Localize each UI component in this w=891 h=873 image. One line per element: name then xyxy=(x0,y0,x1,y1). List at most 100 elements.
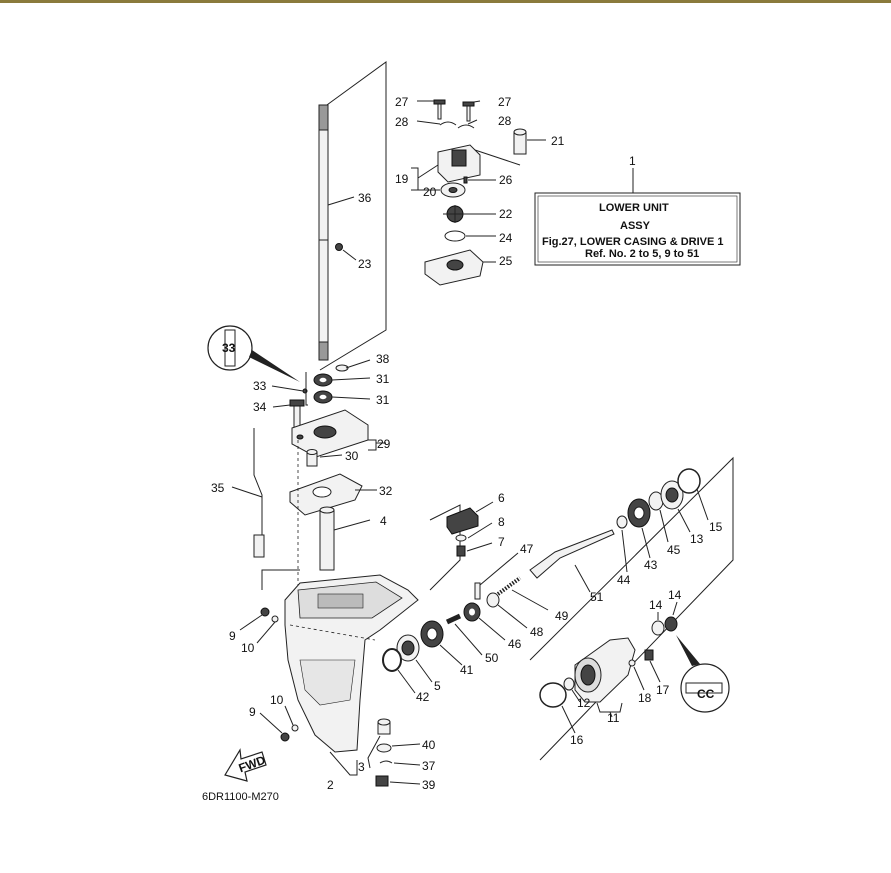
callout-45: 45 xyxy=(667,543,681,557)
callout-10a: 10 xyxy=(241,641,255,655)
callout-49: 49 xyxy=(555,609,569,623)
callout-1: 1 xyxy=(629,154,636,168)
callout-35: 35 xyxy=(211,481,225,495)
top-border-bar xyxy=(0,0,891,3)
water-pump-group xyxy=(411,99,546,286)
grease-mark-lower-label: CC xyxy=(697,687,715,701)
callout-3: 3 xyxy=(358,760,365,774)
callout-22: 22 xyxy=(499,207,513,221)
callout-48: 48 xyxy=(530,625,544,639)
bolt-27a xyxy=(437,102,442,120)
lower-casing-2 xyxy=(284,574,419,776)
clip-37 xyxy=(379,760,393,764)
callout-33: 33 xyxy=(253,379,267,393)
callout-51: 51 xyxy=(590,590,604,604)
callout-25: 25 xyxy=(499,254,513,268)
callout-31a: 31 xyxy=(376,372,390,386)
washer-8 xyxy=(455,534,467,542)
strap-28b xyxy=(457,124,475,129)
callout-40: 40 xyxy=(422,738,436,752)
callout-8: 8 xyxy=(498,515,505,529)
callout-27b: 27 xyxy=(498,95,512,109)
drive-shaft-36 xyxy=(318,104,357,361)
callout-31b: 31 xyxy=(376,393,390,407)
washer-40 xyxy=(376,743,392,753)
figure-code: 6DR1100-M270 xyxy=(202,791,279,803)
spring-48 xyxy=(486,592,500,608)
callout-36: 36 xyxy=(358,191,372,205)
anode-6 xyxy=(446,507,479,535)
lower-unit-title-box: 1 LOWER UNIT ASSY Fig.27, LOWER CASING &… xyxy=(534,154,741,266)
seal-14b xyxy=(664,616,678,632)
callout-29: 29 xyxy=(377,437,391,451)
callout-27a: 27 xyxy=(395,95,409,109)
bolt-7 xyxy=(456,545,466,557)
washer-38 xyxy=(335,364,349,372)
bottom-parts xyxy=(367,718,421,787)
callout-9b: 9 xyxy=(249,705,256,719)
propeller-shaft-group xyxy=(529,468,709,593)
shift-rod-35 xyxy=(231,428,265,558)
title-box-line1: LOWER UNIT xyxy=(599,202,669,214)
callout-5: 5 xyxy=(434,679,441,693)
callout-30: 30 xyxy=(345,449,359,463)
oil-seal-housing-group xyxy=(272,399,386,595)
fwd-arrow-icon: FWD xyxy=(224,748,268,782)
bearing-housing-group xyxy=(539,601,678,734)
callout-32: 32 xyxy=(379,484,393,498)
screw-9b xyxy=(280,732,290,742)
water-tube-4 xyxy=(319,506,371,571)
callout-42: 42 xyxy=(416,690,430,704)
pin-26 xyxy=(463,176,468,184)
fwd-label: FWD xyxy=(237,753,268,776)
callout-6: 6 xyxy=(498,491,505,505)
callout-39: 39 xyxy=(422,778,436,792)
callout-9a: 9 xyxy=(229,629,236,643)
callout-4: 4 xyxy=(380,514,387,528)
frame-lines xyxy=(261,61,734,761)
callout-46: 46 xyxy=(508,637,522,651)
bolt-27b xyxy=(466,104,471,122)
callout-15: 15 xyxy=(709,520,723,534)
title-box-line2: ASSY xyxy=(620,220,651,232)
bearing-stack xyxy=(271,359,371,406)
pin-47 xyxy=(474,582,481,600)
callout-13: 13 xyxy=(690,532,704,546)
callout-23: 23 xyxy=(358,257,372,271)
callout-19: 19 xyxy=(395,172,409,186)
shift-mechanism xyxy=(445,552,549,656)
washer-18 xyxy=(628,659,636,667)
callout-2: 2 xyxy=(327,778,334,792)
callout-28a: 28 xyxy=(395,115,409,129)
callout-37: 37 xyxy=(422,759,436,773)
strap-28a xyxy=(439,121,457,126)
callout-43: 43 xyxy=(644,558,658,572)
bearing-12 xyxy=(563,677,575,691)
nut-39 xyxy=(375,775,389,787)
oring-15 xyxy=(677,468,701,494)
callout-38: 38 xyxy=(376,352,390,366)
callout-11: 11 xyxy=(607,711,620,725)
anode-group xyxy=(446,501,494,557)
screw-9a xyxy=(260,607,270,617)
oring-16 xyxy=(539,682,567,708)
propeller-shaft-51 xyxy=(529,529,615,579)
callout-18: 18 xyxy=(638,691,652,705)
callout-14a: 14 xyxy=(649,598,663,612)
shim-42 xyxy=(382,648,402,672)
callout-24: 24 xyxy=(499,231,513,245)
callout-41: 41 xyxy=(460,663,474,677)
oring-24 xyxy=(444,230,466,242)
callout-26: 26 xyxy=(499,173,513,187)
grease-mark-upper: 33 xyxy=(207,325,300,382)
callout-10b: 10 xyxy=(270,693,284,707)
gasket-10a xyxy=(271,615,279,623)
title-box-line4: Ref. No. 2 to 5, 9 to 51 xyxy=(585,248,699,260)
grease-mark-upper-label: 33 xyxy=(222,341,236,355)
grease-mark-lower: CC xyxy=(676,635,730,713)
callout-7: 7 xyxy=(498,535,505,549)
callout-44: 44 xyxy=(617,573,631,587)
callout-16: 16 xyxy=(570,733,584,747)
callout-17: 17 xyxy=(656,683,670,697)
